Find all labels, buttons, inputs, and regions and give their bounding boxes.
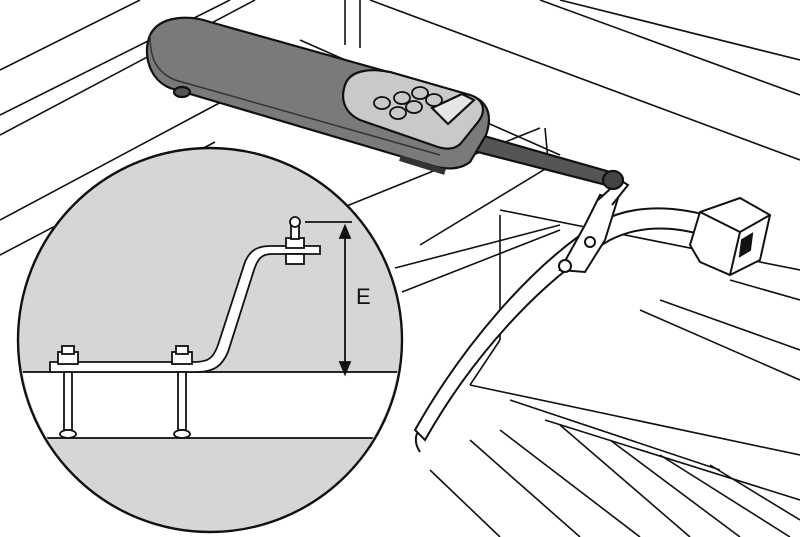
- dimension-label-e: E: [356, 284, 371, 309]
- meter-buttons: [373, 86, 443, 120]
- measuring-meter-icon: [145, 16, 625, 191]
- callout-lines: [394, 224, 561, 293]
- detail-inset: [16, 146, 404, 534]
- bolt-icon: [57, 216, 305, 439]
- sensor-clamp: [558, 178, 630, 274]
